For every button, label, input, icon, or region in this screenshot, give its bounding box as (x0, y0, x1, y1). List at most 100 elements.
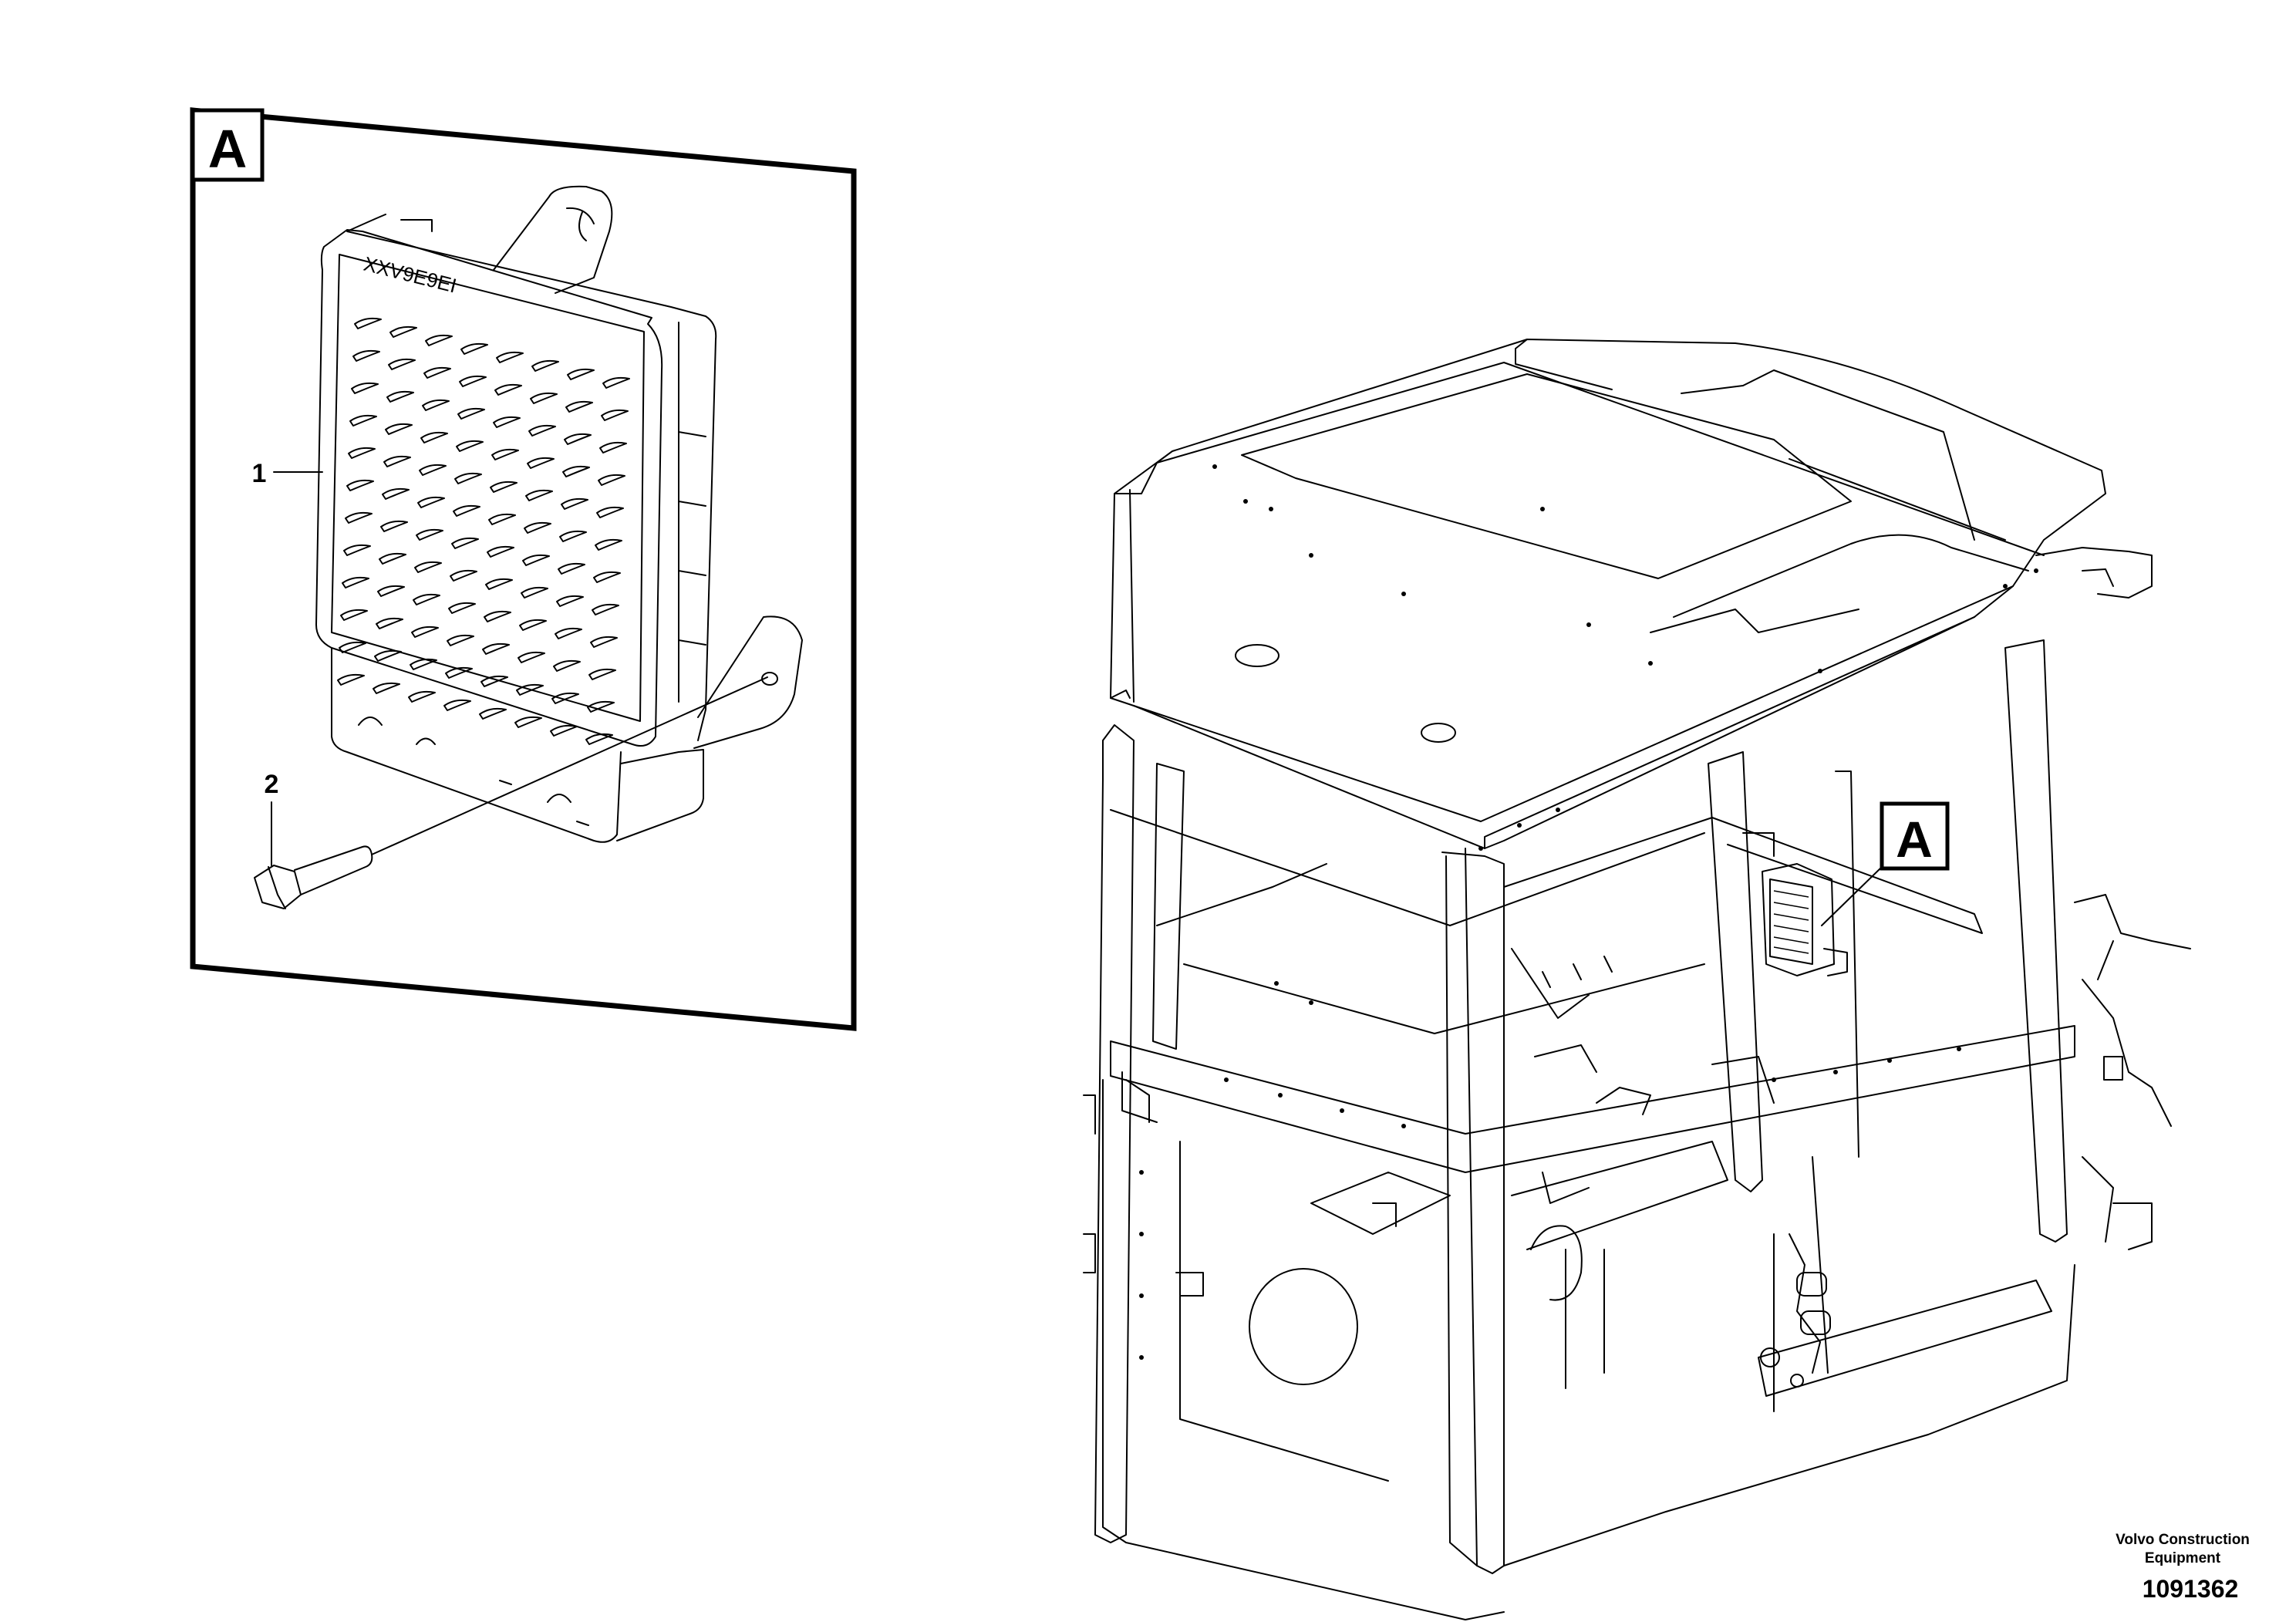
bolt-axis-line (371, 676, 768, 855)
connector-pin (425, 334, 453, 346)
drawing-number: 1091362 (2142, 1575, 2239, 1603)
left-front-pillar (1094, 724, 1135, 1543)
connector-pin (448, 602, 476, 614)
connector-pin (345, 511, 373, 524)
connector-pin (491, 448, 519, 460)
connector-pin (601, 409, 629, 421)
connector-pin (485, 578, 513, 590)
connector-pin (385, 423, 413, 435)
connector-pin (352, 349, 380, 362)
connector-pin (595, 538, 622, 551)
connector-pin (383, 455, 411, 467)
connector-pin (377, 585, 405, 597)
connector-pin (386, 390, 414, 403)
connector-pin (585, 733, 613, 745)
connector-pin (410, 658, 437, 670)
rear-left-pillar (1708, 751, 1763, 1192)
connector-pin (556, 595, 584, 607)
connector-pin (551, 692, 579, 704)
connector-pin (413, 593, 440, 605)
connector-pin (587, 700, 615, 713)
control-unit-installed (1742, 832, 1848, 976)
callout-2-number: 2 (265, 770, 279, 799)
connector-pin (558, 562, 585, 575)
connector-pin (343, 544, 371, 556)
connector-pin (494, 383, 522, 396)
connector-pin (553, 659, 581, 672)
connector-pin (487, 545, 514, 558)
connector-pin (340, 609, 368, 621)
connector-pin (349, 414, 377, 427)
connector-pin (447, 634, 474, 646)
connector-pin (445, 666, 473, 679)
connector-pin (480, 675, 508, 687)
connector-pin (493, 416, 521, 428)
connector-pin (376, 617, 403, 629)
connector-pin (419, 464, 447, 476)
connector-pin (596, 506, 624, 518)
connector-pin (561, 497, 588, 510)
center-pillar (1441, 848, 1505, 1574)
connector-pin (380, 520, 408, 532)
reference-label-box (1880, 801, 1950, 871)
connector-pin (482, 642, 510, 655)
connector-pin (522, 554, 550, 566)
connector-pin (555, 627, 582, 639)
connector-pin (488, 513, 516, 525)
callout-2: 2 (265, 770, 279, 866)
company-name-line1: Volvo Construction (2116, 1532, 2250, 1548)
company-name-line2: Equipment (2144, 1550, 2221, 1566)
detail-label: A (208, 119, 248, 179)
connector-pin (588, 668, 616, 680)
connector-pin (450, 569, 477, 582)
connector-pin (414, 561, 442, 573)
detail-label-box (190, 108, 265, 182)
connector-pin (420, 431, 448, 443)
connector-pin (484, 610, 511, 622)
connector-pin (496, 351, 524, 363)
reference-a: A (1821, 801, 1950, 926)
connector-pin (416, 528, 443, 541)
connector-pin (516, 683, 544, 696)
unit-marking: XXV9E9EI (362, 252, 459, 298)
connector-pin (567, 368, 595, 380)
connector-pin (411, 626, 439, 638)
connector-pin (351, 382, 379, 394)
connector-pin (337, 673, 365, 686)
connector-pin (525, 489, 553, 501)
reference-label: A (1896, 811, 1933, 868)
control-unit: XXV9E9EI (315, 185, 803, 843)
callout-1-number: 1 (252, 459, 267, 488)
connector-pin (559, 530, 587, 542)
connector-pin (518, 651, 545, 663)
connector-pin (490, 481, 518, 493)
connector-pin (451, 537, 479, 549)
connector-pin (454, 472, 482, 484)
connector-pin (354, 317, 382, 329)
connector-pin (562, 465, 590, 477)
company-name: Volvo Construction Equipment (2090, 1531, 2275, 1568)
connector-pin (531, 359, 559, 372)
connector-pin (373, 682, 400, 694)
connector-pin (389, 325, 417, 338)
connector-pin (423, 366, 451, 379)
cab-frame-view: A (1083, 339, 2191, 1620)
connector-pin (593, 571, 621, 583)
connector-pin (530, 392, 558, 404)
connector-pin (599, 441, 627, 454)
connector-pin (374, 649, 402, 662)
connector-pin (528, 424, 556, 437)
connector-pin (521, 586, 548, 599)
connector-pin (348, 447, 376, 459)
connector-pin (456, 440, 484, 452)
connector-pin (592, 603, 619, 615)
connector-pin (346, 479, 374, 491)
connector-pin (408, 690, 436, 703)
connector-pin (519, 619, 547, 631)
roof-panel (1110, 339, 2106, 849)
connector-pin (602, 376, 630, 389)
connector-pin (422, 399, 450, 411)
connector-pin (382, 487, 410, 500)
connector-pin (479, 707, 507, 720)
